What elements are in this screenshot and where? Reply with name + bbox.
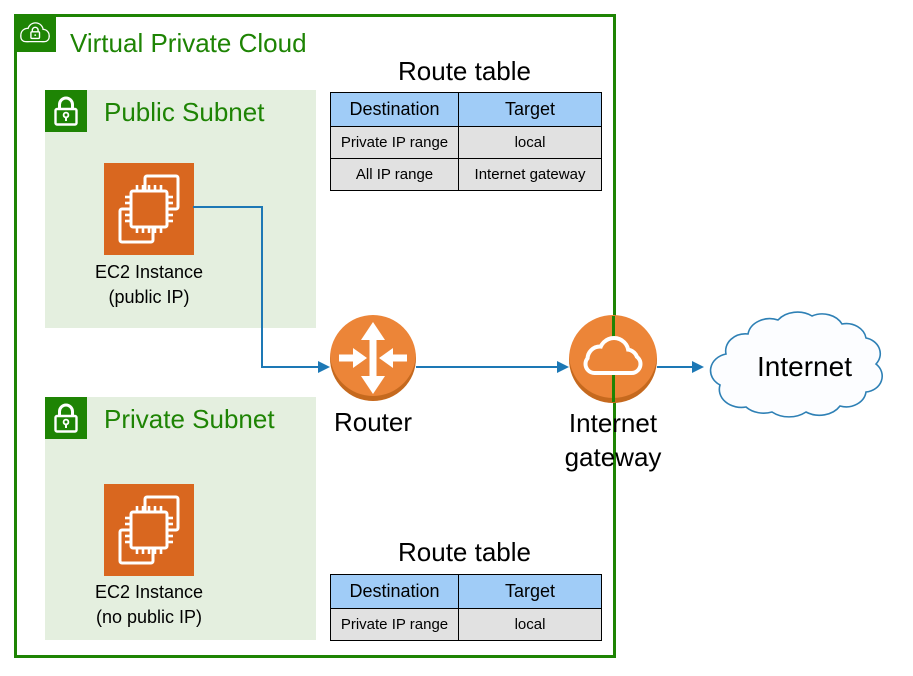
connector-gateway-to-internet [657, 366, 693, 368]
ec2-private-label-line2: (no public IP) [95, 607, 203, 627]
connector-ec2-vertical [261, 206, 263, 368]
route-table-row: Private IP range local [330, 608, 602, 641]
route-table-header-row: Destination Target [330, 92, 602, 127]
route-table-public: Destination Target Private IP range loca… [330, 92, 602, 191]
connector-to-router [261, 366, 319, 368]
internet-cloud-icon [709, 311, 883, 418]
public-subnet-lock-icon [45, 90, 87, 132]
route-table-cell: Private IP range [330, 608, 459, 641]
route-table-header-row: Destination Target [330, 574, 602, 609]
ec2-public-label: EC2 Instance (public IP) [64, 260, 234, 310]
route-table-header-target: Target [458, 574, 602, 609]
ec2-public-label-line2: (public IP) [108, 287, 190, 307]
arrowhead-into-internet [692, 361, 704, 373]
public-subnet-title: Public Subnet [104, 97, 265, 127]
arrowhead-into-gateway [557, 361, 569, 373]
route-table-header-destination: Destination [330, 92, 459, 127]
internet-gateway-label-line2: gateway [564, 442, 662, 472]
ec2-instance-public-icon [104, 163, 194, 255]
route-table-cell: All IP range [330, 158, 459, 191]
route-table-row: All IP range Internet gateway [330, 158, 602, 191]
route-table-public-title: Route table [398, 56, 531, 86]
internet-label: Internet [757, 351, 852, 382]
route-table-header-destination: Destination [330, 574, 459, 609]
router-icon [339, 322, 407, 394]
private-subnet-lock-icon [45, 397, 87, 439]
route-table-header-target: Target [458, 92, 602, 127]
router-label: Router [333, 407, 413, 437]
route-table-cell: Private IP range [330, 126, 459, 159]
route-table-private-title: Route table [398, 537, 531, 567]
router-node [330, 315, 416, 401]
ec2-private-label-line1: EC2 Instance [94, 582, 204, 602]
route-table-cell: local [458, 126, 602, 159]
vpc-cloud-lock-icon [14, 14, 56, 52]
route-table-private: Destination Target Private IP range loca… [330, 574, 602, 641]
vpc-title: Virtual Private Cloud [70, 28, 307, 58]
ec2-private-label: EC2 Instance (no public IP) [64, 580, 234, 630]
connector-router-to-gateway [416, 366, 557, 368]
route-table-cell: Internet gateway [458, 158, 602, 191]
arrowhead-into-router [318, 361, 330, 373]
ec2-instance-private-icon [104, 484, 194, 576]
internet-gateway-label-line1: Internet [568, 408, 658, 438]
route-table-cell: local [458, 608, 602, 641]
internet-gateway-label: Internet gateway [548, 406, 678, 474]
private-subnet-title: Private Subnet [104, 404, 275, 434]
connector-ec2-horizontal [193, 206, 263, 208]
route-table-row: Private IP range local [330, 126, 602, 159]
ec2-public-label-line1: EC2 Instance [94, 262, 204, 282]
internet-gateway-icon [583, 336, 643, 375]
